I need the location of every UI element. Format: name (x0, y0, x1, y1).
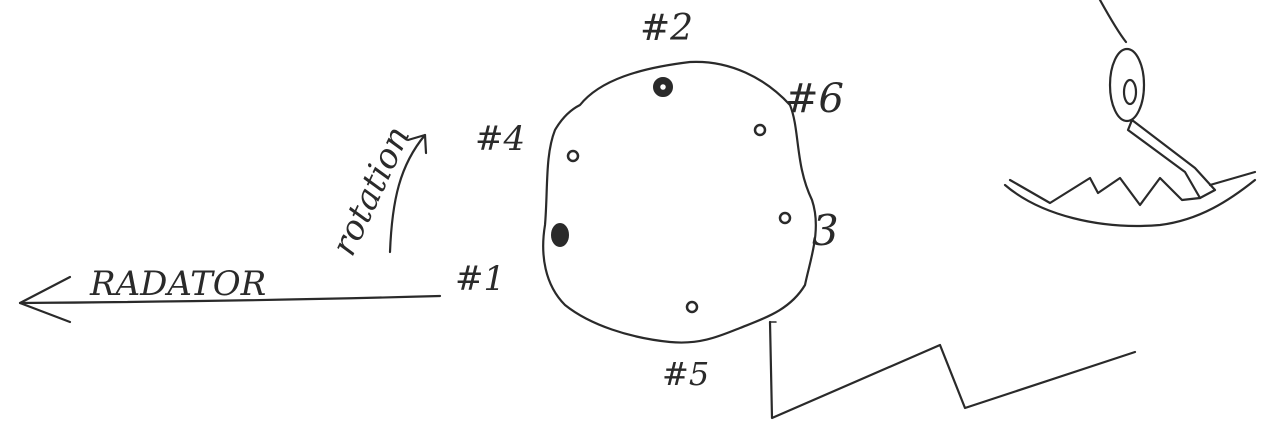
terminal-2-center (657, 81, 669, 93)
radiator-label: RADATOR (89, 264, 266, 304)
spark-plug-wire (768, 320, 1137, 420)
terminal-3 (778, 211, 792, 225)
distributor-cap-outline (542, 60, 817, 344)
terminal-6 (753, 123, 767, 137)
zigzag-blade (1008, 176, 1202, 207)
port-label-6: #6 (785, 76, 844, 122)
ring-outer (1108, 47, 1146, 123)
ring-inner (1122, 78, 1138, 106)
terminal-5 (685, 300, 699, 314)
rotation-label: rotation (324, 120, 418, 262)
radiator-arrowhead (18, 275, 72, 324)
lever (1126, 118, 1217, 200)
rotation-arrowhead (406, 133, 428, 155)
blade-top-edge (1208, 170, 1257, 187)
port-label-5: #5 (662, 355, 709, 393)
port-label-4: #4 (475, 119, 525, 159)
terminal-1 (551, 223, 569, 247)
radiator-arrow-shaft (18, 294, 442, 305)
port-label-1: #1 (455, 259, 505, 299)
port-label-2: #2 (640, 8, 693, 49)
blade-curve (1003, 178, 1257, 228)
ring-arm (1098, 0, 1128, 44)
terminal-4 (566, 149, 580, 163)
rotation-arrow (388, 133, 427, 254)
port-label-3: 3 (812, 206, 839, 255)
